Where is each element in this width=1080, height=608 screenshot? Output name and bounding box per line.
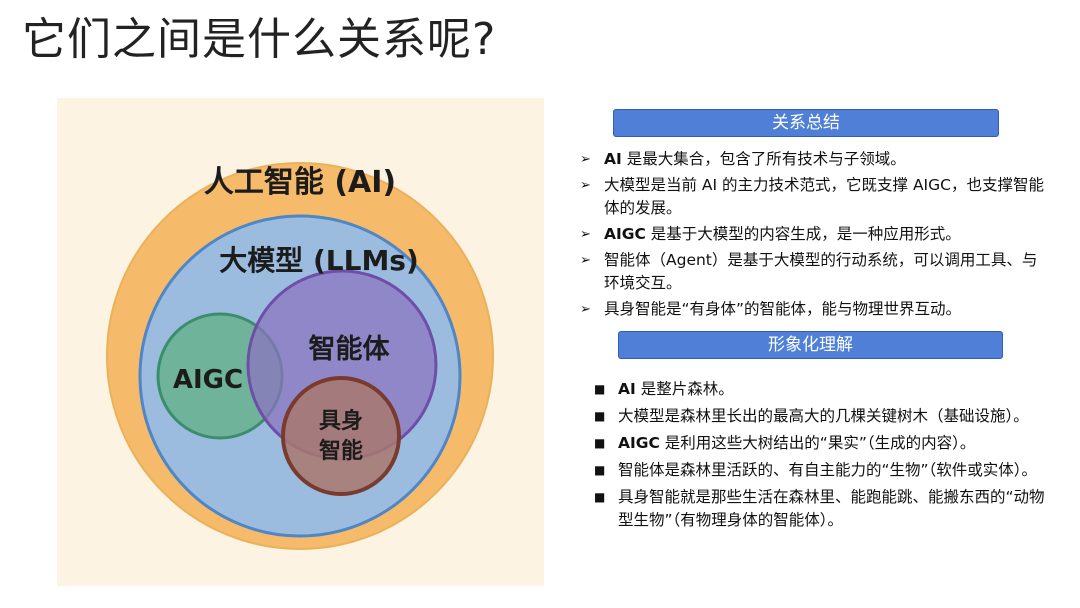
summary-item-text: 具身智能是“有身体”的智能体，能与物理世界互动。 bbox=[604, 300, 962, 318]
llm-label: 大模型 (LLMs) bbox=[219, 244, 419, 277]
analogy-header: 形象化理解 bbox=[618, 331, 1003, 359]
analogy-item: ■ 具身智能就是那些生活在森林里、能跑能跳、能搬东西的“动物型生物”（有物理身体的… bbox=[594, 486, 1049, 532]
summary-header: 关系总结 bbox=[613, 109, 999, 137]
summary-item: ➢ AI 是最大集合，包含了所有技术与子领域。 bbox=[580, 148, 1045, 171]
summary-item-text: 是最大集合，包含了所有技术与子领域。 bbox=[621, 150, 906, 168]
analogy-list: ■ AI 是整片森林。 ■ 大模型是森林里长出的最高大的几棵关键树木（基础设施）。 ■ A… bbox=[594, 378, 1049, 536]
arrow-bullet-icon: ➢ bbox=[580, 302, 591, 317]
aigc-label: AIGC bbox=[173, 365, 243, 395]
summary-list: ➢ AI 是最大集合，包含了所有技术与子领域。 ➢ 大模型是当前 AI 的主力技术范式… bbox=[580, 148, 1045, 324]
arrow-bullet-icon: ➢ bbox=[580, 227, 591, 242]
venn-diagram: 人工智能 (AI) 大模型 (LLMs) AIGC 智能体 具身 智能 bbox=[106, 162, 494, 550]
summary-item-term: AI bbox=[604, 150, 622, 168]
square-bullet-icon: ■ bbox=[594, 436, 606, 450]
square-bullet-icon: ■ bbox=[594, 463, 606, 477]
embodied-label-line2: 智能 bbox=[319, 438, 363, 464]
analogy-item-text: 是利用这些大树结出的“果实”（生成的内容）。 bbox=[659, 434, 976, 452]
arrow-bullet-icon: ➢ bbox=[580, 178, 591, 193]
analogy-item: ■ 智能体是森林里活跃的、有自主能力的“生物”（软件或实体）。 bbox=[594, 459, 1049, 482]
analogy-item-text: 是整片森林。 bbox=[635, 380, 734, 398]
square-bullet-icon: ■ bbox=[594, 490, 606, 504]
agent-label: 智能体 bbox=[309, 333, 391, 365]
summary-item-text: 智能体（Agent）是基于大模型的行动系统，可以调用工具、与环境交互。 bbox=[604, 251, 1038, 292]
page-title: 它们之间是什么关系呢? bbox=[22, 14, 497, 65]
analogy-item-term: AIGC bbox=[618, 434, 660, 452]
analogy-item: ■ AIGC 是利用这些大树结出的“果实”（生成的内容）。 bbox=[594, 432, 1049, 455]
embodied-label-line1: 具身 bbox=[319, 408, 363, 434]
square-bullet-icon: ■ bbox=[594, 409, 606, 423]
summary-item-term: AIGC bbox=[604, 225, 646, 243]
summary-item: ➢ 具身智能是“有身体”的智能体，能与物理世界互动。 bbox=[580, 298, 1045, 321]
summary-item-text: 大模型是当前 AI 的主力技术范式，它既支撑 AIGC，也支撑智能体的发展。 bbox=[604, 176, 1044, 217]
ai-label: 人工智能 (AI) bbox=[204, 165, 396, 200]
analogy-item: ■ 大模型是森林里长出的最高大的几棵关键树木（基础设施）。 bbox=[594, 405, 1049, 428]
arrow-bullet-icon: ➢ bbox=[580, 253, 591, 268]
summary-item: ➢ 大模型是当前 AI 的主力技术范式，它既支撑 AIGC，也支撑智能体的发展。 bbox=[580, 174, 1045, 220]
summary-item-text: 是基于大模型的内容生成，是一种应用形式。 bbox=[645, 225, 961, 243]
analogy-item: ■ AI 是整片森林。 bbox=[594, 378, 1049, 401]
analogy-item-text: 大模型是森林里长出的最高大的几棵关键树木（基础设施）。 bbox=[618, 407, 1029, 425]
summary-item: ➢ AIGC 是基于大模型的内容生成，是一种应用形式。 bbox=[580, 223, 1045, 246]
arrow-bullet-icon: ➢ bbox=[580, 152, 591, 167]
analogy-item-term: AI bbox=[618, 380, 636, 398]
square-bullet-icon: ■ bbox=[594, 382, 606, 396]
analogy-item-text: 智能体是森林里活跃的、有自主能力的“生物”（软件或实体）。 bbox=[618, 461, 1038, 479]
embodied-circle bbox=[281, 376, 401, 496]
summary-item: ➢ 智能体（Agent）是基于大模型的行动系统，可以调用工具、与环境交互。 bbox=[580, 249, 1045, 295]
venn-diagram-panel: 人工智能 (AI) 大模型 (LLMs) AIGC 智能体 具身 智能 bbox=[57, 98, 544, 586]
analogy-item-text: 具身智能就是那些生活在森林里、能跑能跳、能搬东西的“动物型生物”（有物理身体的智… bbox=[618, 488, 1045, 529]
